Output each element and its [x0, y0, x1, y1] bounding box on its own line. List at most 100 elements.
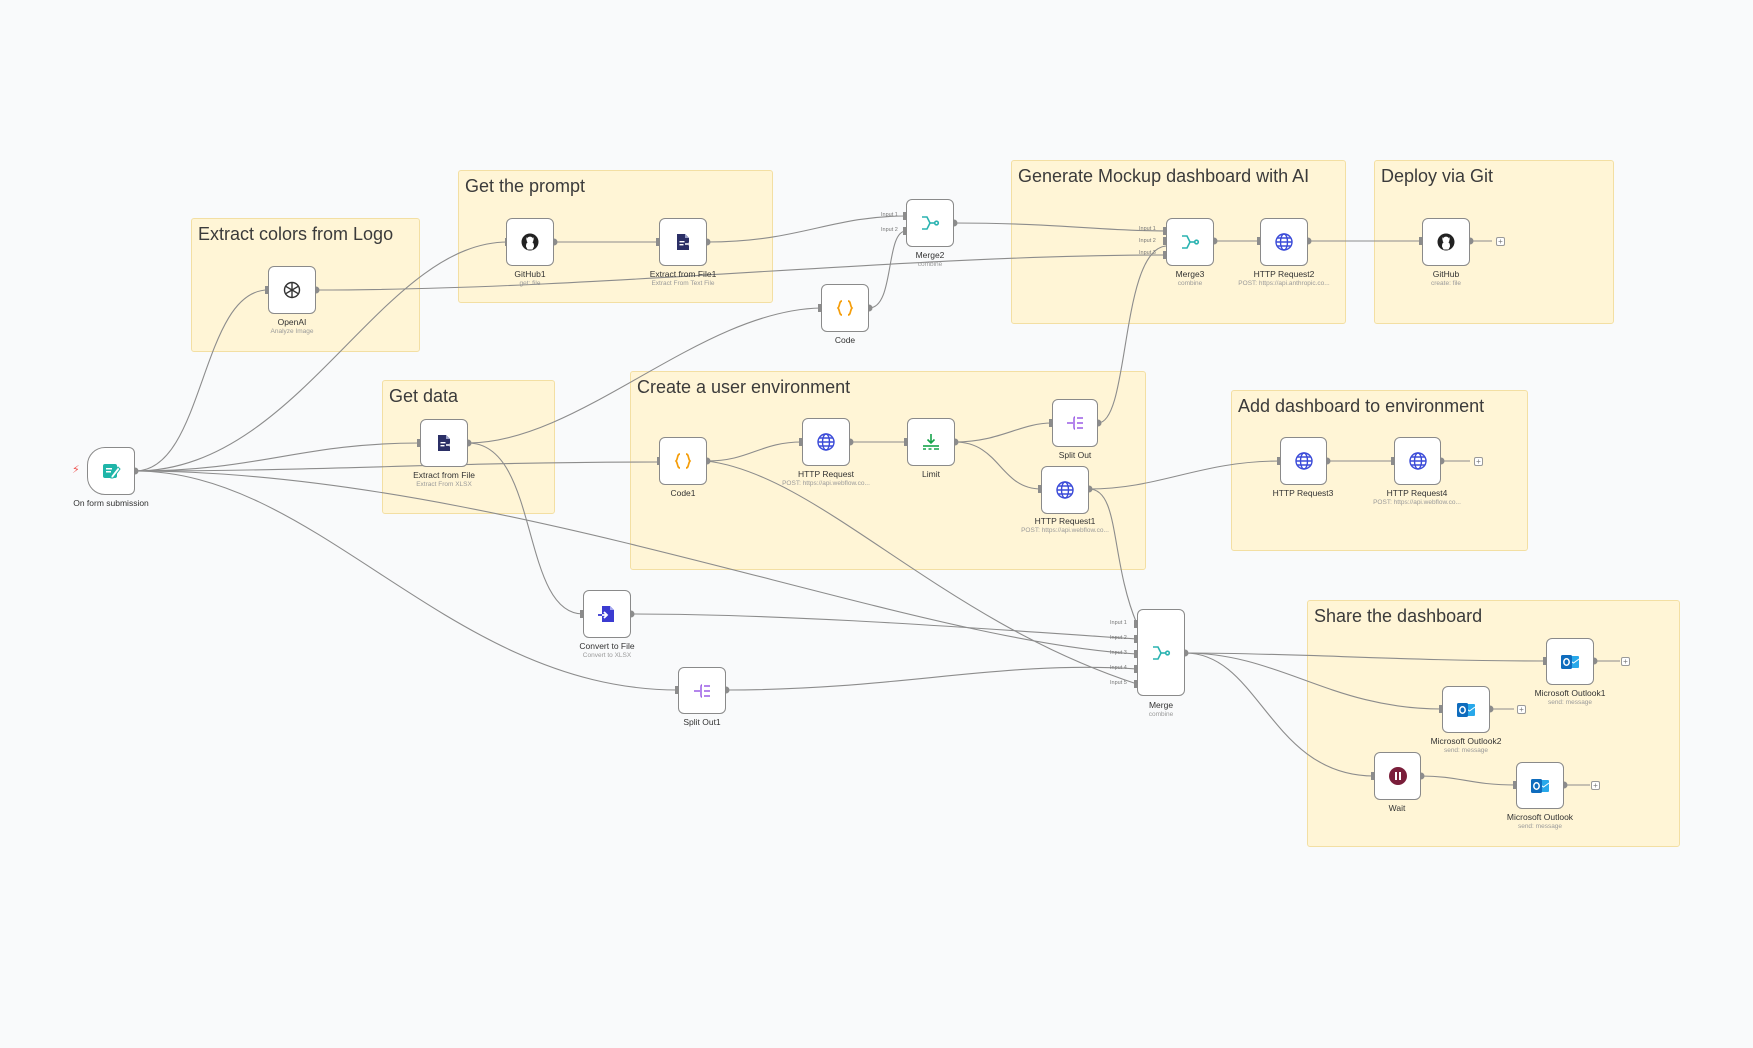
node-merge2[interactable] — [906, 199, 954, 247]
input-port — [1257, 237, 1260, 245]
node-extract-from-file1[interactable] — [659, 218, 707, 266]
node-http-request4[interactable] — [1394, 437, 1441, 485]
add-node-button[interactable]: + — [1517, 705, 1526, 714]
node-http-request3[interactable] — [1280, 437, 1327, 485]
sticky-deploy-git[interactable]: Deploy via Git — [1374, 160, 1614, 324]
split-out-icon — [1067, 416, 1083, 430]
input-port — [903, 227, 906, 235]
node-subtitle: create: file — [1431, 280, 1461, 287]
port-label: Input 2 — [881, 227, 898, 233]
sticky-share-dashboard[interactable]: Share the dashboard — [1307, 600, 1680, 847]
sticky-title: Deploy via Git — [1381, 166, 1494, 186]
input-port — [1134, 650, 1137, 658]
connection — [134, 470, 679, 691]
globe-icon — [1056, 481, 1074, 499]
input-port — [1419, 237, 1422, 245]
outlook-icon — [1561, 654, 1580, 669]
node-split-out1[interactable] — [678, 667, 726, 714]
node-label: Extract from File1 — [649, 269, 717, 279]
input-port — [1513, 781, 1516, 789]
connection — [1184, 652, 1547, 662]
node-label: GitHub1 — [514, 269, 546, 279]
connection — [1184, 652, 1443, 710]
limit-icon — [923, 434, 939, 450]
port-label: Input 2 — [1110, 635, 1127, 641]
connection — [706, 215, 907, 243]
input-port — [1038, 485, 1041, 493]
node-label: HTTP Request3 — [1272, 488, 1334, 498]
connection — [725, 666, 1138, 691]
connection — [1088, 460, 1281, 490]
node-http-request[interactable] — [802, 418, 850, 466]
add-node-button[interactable]: + — [1474, 457, 1483, 466]
node-microsoft-outlook[interactable] — [1516, 762, 1564, 809]
node-openai[interactable] — [268, 266, 316, 314]
port-label: Input 5 — [1110, 680, 1127, 686]
node-http-request1[interactable] — [1041, 466, 1089, 514]
node-subtitle: Analyze Image — [270, 328, 314, 335]
add-node-button[interactable]: + — [1591, 781, 1600, 790]
node-github[interactable] — [1422, 218, 1470, 266]
node-github1[interactable] — [506, 218, 554, 266]
connection — [706, 441, 803, 462]
connection — [630, 613, 1138, 640]
node-merge[interactable] — [1137, 609, 1185, 696]
connection — [134, 241, 509, 472]
node-subtitle: Convert to XLSX — [582, 652, 632, 659]
node-code[interactable] — [821, 284, 869, 332]
node-extract-from-file[interactable] — [420, 419, 468, 467]
node-wait[interactable] — [1374, 752, 1421, 800]
sticky-get-data[interactable]: Get data — [382, 380, 555, 514]
node-limit[interactable] — [907, 418, 955, 466]
sticky-extract-colors[interactable]: Extract colors from Logo — [191, 218, 420, 352]
connection — [134, 470, 1138, 655]
input-port — [580, 610, 583, 618]
port-label: Input 3 — [1110, 650, 1127, 656]
node-code1[interactable] — [659, 437, 707, 485]
node-label: Microsoft Outlook — [1506, 812, 1574, 822]
input-port — [1439, 705, 1442, 713]
node-http-request2[interactable] — [1260, 218, 1308, 266]
merge-icon — [1182, 235, 1200, 249]
sticky-title: Create a user environment — [637, 377, 851, 397]
node-label: Merge2 — [915, 250, 945, 260]
port-label: Input 3 — [1139, 250, 1156, 256]
node-label: Split Out — [1058, 450, 1092, 460]
form-edit-icon — [103, 464, 121, 479]
input-port — [1371, 772, 1374, 780]
code-braces-icon — [836, 300, 854, 316]
add-node-button[interactable]: + — [1496, 237, 1505, 246]
port-label: Input 1 — [1139, 226, 1156, 232]
node-label: HTTP Request2 — [1253, 269, 1315, 279]
node-label: HTTP Request — [797, 469, 855, 479]
add-node-button[interactable]: + — [1621, 657, 1630, 666]
connection — [134, 442, 421, 472]
node-split-out[interactable] — [1052, 399, 1098, 447]
node-convert-to-file[interactable] — [583, 590, 631, 638]
outlook-icon — [1531, 778, 1550, 793]
node-microsoft-outlook2[interactable] — [1442, 686, 1490, 733]
input-port — [904, 438, 907, 446]
connection — [467, 307, 822, 444]
node-merge3[interactable] — [1166, 218, 1214, 266]
globe-icon — [1408, 452, 1427, 470]
node-microsoft-outlook1[interactable] — [1546, 638, 1594, 685]
input-port — [1163, 251, 1166, 259]
node-label: Extract from File — [413, 470, 475, 480]
node-label: HTTP Request1 — [1034, 516, 1096, 526]
sticky-title: Generate Mockup dashboard with AI — [1018, 166, 1310, 186]
openai-icon — [283, 281, 301, 299]
connection — [868, 230, 907, 309]
node-label: Merge — [1148, 700, 1174, 710]
port-label: Input 2 — [1139, 238, 1156, 244]
node-label: Wait — [1388, 803, 1406, 813]
node-subtitle: POST: https://api.webflow.co... — [1373, 499, 1461, 506]
node-label: Code — [834, 335, 856, 345]
input-port — [1163, 227, 1166, 235]
input-port — [1134, 635, 1137, 643]
connection — [954, 441, 1042, 490]
input-port — [656, 238, 659, 246]
node-label: HTTP Request4 — [1386, 488, 1448, 498]
node-on-form-submission[interactable] — [87, 447, 135, 495]
